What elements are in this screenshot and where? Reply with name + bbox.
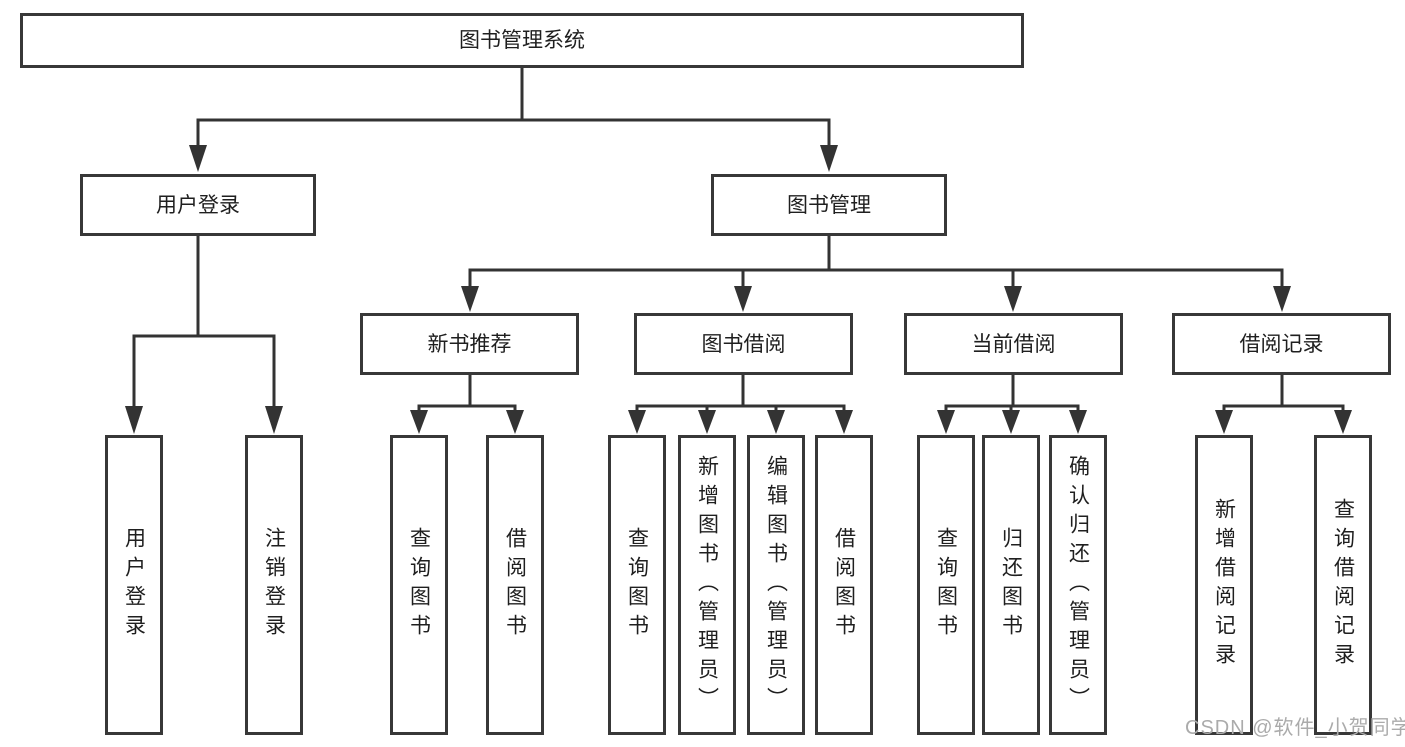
leaf-borrow-books-borrowing: 借阅图书 [815,435,873,735]
leaf-query-borrow-record: 查询借阅记录 [1314,435,1372,735]
node-borrowing-records: 借阅记录 [1172,313,1391,375]
node-label: 查询图书 [407,527,431,643]
node-label: 借阅记录 [1239,332,1324,356]
node-label: 新增借阅记录 [1212,498,1236,672]
node-current-borrowing: 当前借阅 [904,313,1123,375]
node-label: 确认归还（管理员） [1066,454,1090,716]
node-label: 注销登录 [262,527,286,643]
leaf-query-books-recommend: 查询图书 [390,435,448,735]
leaf-borrow-books-recommend: 借阅图书 [486,435,544,735]
node-label: 新增图书（管理员） [695,454,719,716]
leaf-logout: 注销登录 [245,435,303,735]
leaf-return-books: 归还图书 [982,435,1040,735]
node-label: 归还图书 [999,527,1023,643]
leaf-query-books-current: 查询图书 [917,435,975,735]
csdn-watermark: CSDN @软件_小贺同学 [1185,717,1405,739]
arrowheads [125,145,1352,434]
leaf-confirm-return-admin: 确认归还（管理员） [1049,435,1107,735]
node-label: 图书借阅 [701,332,786,356]
node-label: 编辑图书（管理员） [764,454,788,716]
node-label: 用户登录 [122,527,146,643]
leaf-edit-book-admin: 编辑图书（管理员） [747,435,805,735]
leaf-add-borrow-record: 新增借阅记录 [1195,435,1253,735]
node-label: 借阅图书 [503,527,527,643]
node-label: 图书管理系统 [459,29,585,52]
leaf-query-books-borrowing: 查询图书 [608,435,666,735]
node-label: 查询图书 [934,527,958,643]
node-label: 用户登录 [156,193,240,217]
node-book-management: 图书管理 [711,174,947,236]
leaf-user-login: 用户登录 [105,435,163,735]
node-new-book-recommendation: 新书推荐 [360,313,579,375]
node-label: 图书管理 [787,193,871,217]
node-user-login: 用户登录 [80,174,316,236]
node-label: 当前借阅 [971,332,1056,356]
node-label: 查询借阅记录 [1331,498,1355,672]
node-book-borrowing: 图书借阅 [634,313,853,375]
node-library-management-system: 图书管理系统 [20,13,1024,68]
leaf-add-book-admin: 新增图书（管理员） [678,435,736,735]
node-label: 借阅图书 [832,527,856,643]
node-label: 查询图书 [625,527,649,643]
node-label: 新书推荐 [427,332,512,356]
